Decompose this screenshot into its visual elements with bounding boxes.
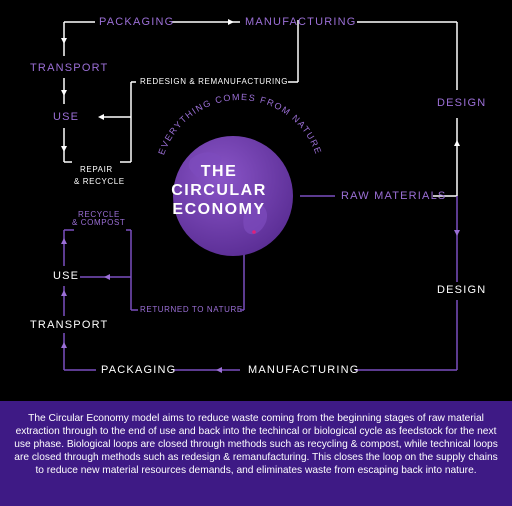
arrow-heads bbox=[61, 19, 460, 152]
bio-use-label: USE bbox=[53, 270, 80, 282]
center-title-line3: ECONOMY bbox=[172, 201, 266, 218]
bio-design-label: DESIGN bbox=[437, 284, 487, 296]
repair-label-line1: REPAIR bbox=[80, 165, 113, 174]
tech-packaging-label: PACKAGING bbox=[99, 16, 175, 28]
biological-loop-lines bbox=[63, 196, 458, 371]
bio-manufacturing-label: MANUFACTURING bbox=[248, 364, 360, 376]
tech-design-label: DESIGN bbox=[437, 97, 487, 109]
raw-materials-label: RAW MATERIALS bbox=[341, 190, 447, 202]
technical-loop-lines bbox=[63, 20, 458, 197]
repair-label-line2: & RECYCLE bbox=[74, 177, 125, 186]
center-title-line1: THE bbox=[200, 163, 238, 180]
footer-description: The Circular Economy model aims to reduc… bbox=[0, 401, 512, 506]
tech-use-label: USE bbox=[53, 111, 80, 123]
returned-to-nature-label: RETURNED TO NATURE bbox=[140, 305, 243, 314]
tech-transport-label: TRANSPORT bbox=[30, 62, 109, 74]
globe bbox=[173, 136, 293, 256]
center-title-line2: CIRCULAR bbox=[171, 182, 267, 199]
circular-economy-diagram: EVERYTHING COMES FROM NATURE bbox=[61, 19, 460, 373]
redesign-label: REDESIGN & REMANUFACTURING bbox=[140, 77, 289, 86]
recycle-label-line1: RECYCLE bbox=[78, 210, 120, 219]
recycle-label-line2: & COMPOST bbox=[72, 218, 126, 227]
center-title: THE CIRCULAR ECONOMY bbox=[164, 162, 274, 219]
tech-manufacturing-label: MANUFACTURING bbox=[245, 16, 357, 28]
arrow-heads-purple bbox=[61, 230, 460, 373]
bio-packaging-label: PACKAGING bbox=[101, 364, 177, 376]
bio-transport-label: TRANSPORT bbox=[30, 319, 109, 331]
